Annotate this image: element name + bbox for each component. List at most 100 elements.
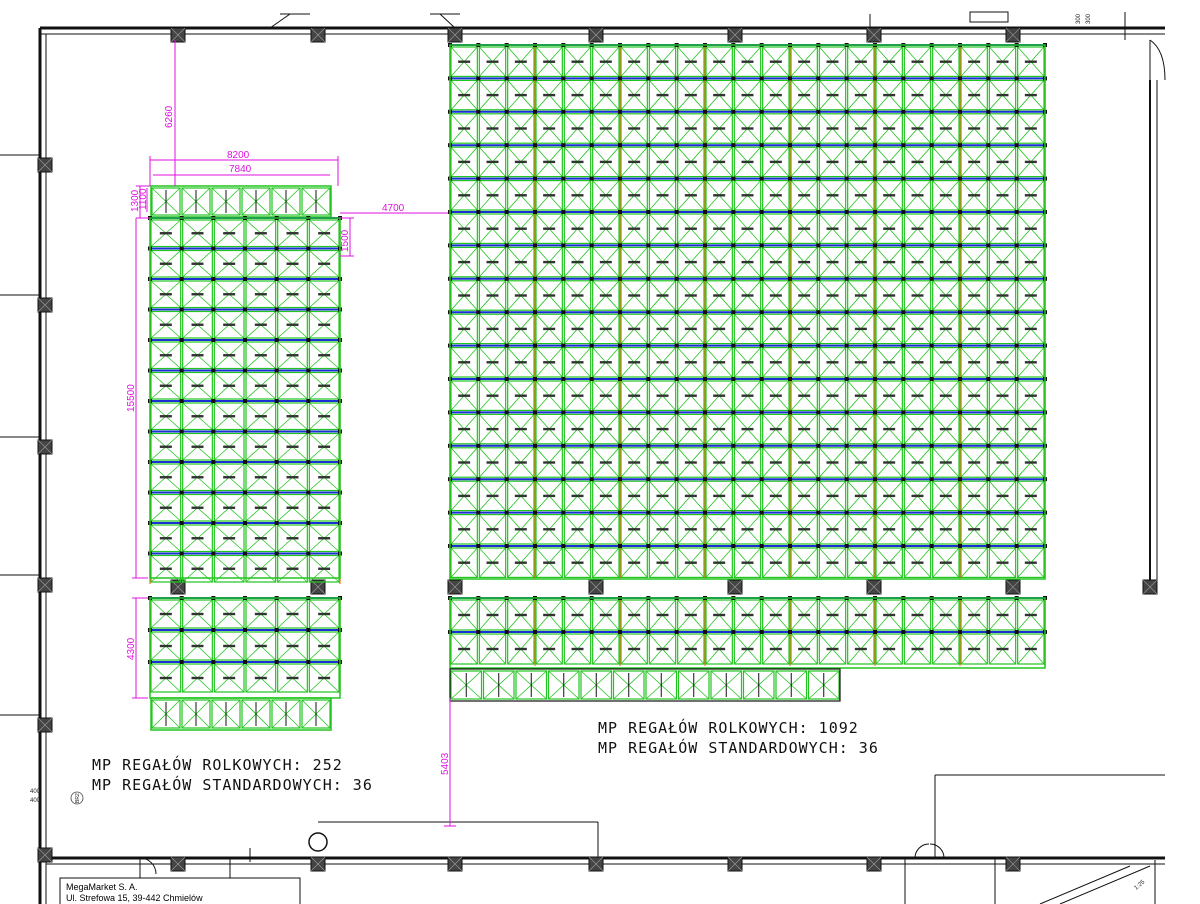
rolling-rack-bay: [277, 341, 308, 370]
rolling-rack-bay: [1017, 313, 1045, 345]
rolling-rack-bay: [563, 413, 592, 445]
rolling-rack-bay: [277, 280, 308, 309]
rolling-rack-bay: [182, 631, 213, 661]
rolling-rack-bay: [507, 180, 535, 211]
rolling-rack-bay: [450, 547, 478, 578]
rolling-rack-bay: [308, 663, 340, 693]
rolling-rack-bay: [592, 480, 620, 512]
rolling-rack-bay: [677, 280, 705, 311]
rolling-rack-bay: [182, 493, 213, 522]
rolling-rack-bay: [592, 347, 620, 378]
rolling-rack-bay: [1017, 246, 1045, 278]
rolling-rack-bay: [818, 213, 847, 244]
rolling-rack-bay: [875, 46, 903, 77]
rolling-rack-bay: [903, 246, 932, 278]
rolling-rack-bay: [1017, 447, 1045, 478]
rolling-rack-bay: [847, 280, 875, 311]
rolling-rack-bay: [478, 347, 507, 378]
rolling-rack-bay: [563, 447, 592, 478]
rolling-rack-bay: [762, 347, 790, 378]
rolling-rack-bay: [1017, 46, 1045, 77]
rolling-rack-bay: [277, 631, 308, 661]
dim-1300: 1300: [130, 189, 141, 212]
rolling-rack-bay: [648, 633, 677, 665]
rolling-rack-bay: [733, 146, 762, 178]
rack-row: [448, 276, 1047, 313]
rack-row: [448, 443, 1047, 480]
rolling-rack-bay: [450, 513, 478, 545]
rolling-rack-bay: [818, 633, 847, 665]
standard-rack-bay: [482, 670, 515, 700]
column: [37, 157, 53, 173]
rolling-rack-bay: [450, 280, 478, 311]
rolling-rack-bay: [847, 46, 875, 77]
standard-rack-bay: [151, 187, 181, 216]
rolling-rack-bay: [790, 480, 818, 512]
rolling-rack-bay: [277, 371, 308, 400]
rolling-rack-bay: [620, 146, 648, 178]
dim-1100: 1100: [138, 188, 149, 210]
rolling-rack-bay: [705, 46, 733, 77]
rolling-rack-bay: [762, 213, 790, 244]
rolling-rack-bay: [535, 480, 563, 512]
rolling-rack-bay: [213, 493, 245, 522]
rolling-rack-bay: [932, 413, 960, 445]
rolling-rack-bay: [818, 413, 847, 445]
rolling-rack-bay: [790, 547, 818, 578]
rolling-rack-bay: [847, 513, 875, 545]
rolling-rack-bay: [932, 313, 960, 345]
rolling-rack-bay: [213, 341, 245, 370]
rolling-rack-bay: [1017, 599, 1045, 631]
rolling-rack-bay: [960, 46, 988, 77]
rolling-rack-bay: [620, 180, 648, 211]
rolling-rack-bay: [150, 493, 182, 522]
rolling-rack-bay: [563, 633, 592, 665]
rolling-rack-bay: [818, 113, 847, 144]
rack-row: [148, 399, 342, 432]
rolling-rack-bay: [677, 146, 705, 178]
rolling-rack-bay: [818, 79, 847, 111]
rolling-rack-bay: [245, 432, 277, 461]
column: [310, 27, 326, 43]
rolling-rack-bay: [932, 113, 960, 144]
rolling-rack-bay: [762, 313, 790, 345]
rolling-rack-bay: [988, 347, 1017, 378]
rolling-rack-bay: [620, 380, 648, 411]
rolling-rack-bay: [563, 146, 592, 178]
rolling-rack-bay: [182, 524, 213, 553]
rolling-rack-bay: [620, 246, 648, 278]
rolling-rack-bay: [507, 547, 535, 578]
column: [447, 27, 463, 43]
column: [447, 856, 463, 872]
rolling-rack-bay: [182, 219, 213, 248]
left-rack-block: [148, 185, 342, 731]
column: [170, 856, 186, 872]
rolling-rack-bay: [592, 513, 620, 545]
dim-15500: 15500: [126, 384, 137, 412]
rolling-rack-bay: [677, 180, 705, 211]
rolling-rack-bay: [733, 313, 762, 345]
rolling-rack-bay: [648, 146, 677, 178]
rolling-rack-bay: [790, 413, 818, 445]
rolling-rack-bay: [733, 347, 762, 378]
column: [588, 579, 604, 595]
rolling-rack-bay: [932, 180, 960, 211]
rolling-rack-bay: [535, 447, 563, 478]
rolling-rack-bay: [450, 313, 478, 345]
structural-columns: [37, 27, 1158, 872]
rolling-rack-bay: [535, 599, 563, 631]
rolling-rack-bay: [450, 599, 478, 631]
title-block-address: Ul. Strefowa 15, 39-442 Chmielów: [66, 893, 203, 903]
rolling-rack-bay: [213, 371, 245, 400]
rolling-rack-bay: [932, 633, 960, 665]
rolling-rack-bay: [277, 524, 308, 553]
rolling-rack-bay: [648, 113, 677, 144]
rolling-rack-bay: [960, 447, 988, 478]
rolling-rack-bay: [507, 633, 535, 665]
rolling-rack-bay: [648, 246, 677, 278]
rolling-rack-bay: [762, 113, 790, 144]
rolling-rack-bay: [705, 447, 733, 478]
rolling-rack-bay: [932, 513, 960, 545]
rolling-rack-bay: [762, 547, 790, 578]
rolling-rack-bay: [733, 46, 762, 77]
